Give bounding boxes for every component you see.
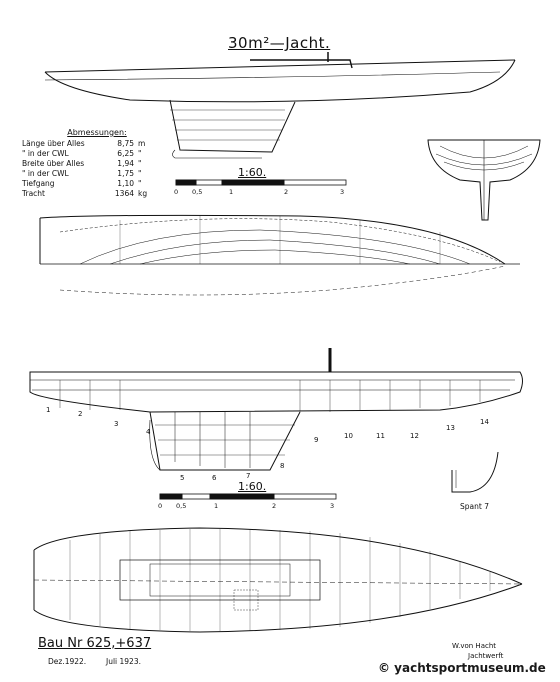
dimension-row: Länge über Alles 8,75 m — [22, 139, 172, 149]
frame-number: 1 — [46, 406, 51, 414]
frame-number: 9 — [314, 436, 319, 444]
date-label: Juli 1923. — [106, 657, 141, 666]
drawing-title: 30m²—Jacht. — [228, 34, 331, 52]
scale-tick-label: 2 — [284, 188, 289, 196]
dimension-unit: m — [138, 139, 146, 148]
dimension-label: Tiefgang — [22, 179, 55, 188]
dimensions-heading: Abmessungen: — [67, 128, 127, 137]
dimension-value: 1,10 — [117, 179, 134, 188]
dimension-label: Tracht — [22, 189, 45, 198]
dimension-unit: " — [138, 169, 142, 178]
dimension-unit: " — [138, 149, 142, 158]
scale-bar-bottom — [159, 493, 337, 500]
scale-tick-label: 1 — [229, 188, 234, 196]
scale-tick-label: 0,5 — [192, 188, 203, 196]
dimension-value: 1,75 — [117, 169, 134, 178]
scale-label-bottom: 1:60. — [238, 480, 267, 493]
dimension-value: 6,25 — [117, 149, 134, 158]
scale-label-top: 1:60. — [238, 166, 267, 179]
date-label: Dez.1922. — [48, 657, 87, 666]
bau-number: Bau Nr 625,+637 — [38, 636, 152, 651]
dimension-value: 1,94 — [117, 159, 134, 168]
scale-tick-label: 0 — [174, 188, 179, 196]
frame-number: 14 — [480, 418, 489, 426]
body-section — [427, 139, 541, 221]
spant-7-section — [451, 451, 499, 493]
dimension-value: 1364 — [114, 189, 134, 198]
scale-bar-top — [175, 179, 347, 186]
dimension-label: " in der CWL — [22, 169, 69, 178]
frame-number: 4 — [146, 428, 151, 436]
dimension-row: Breite über Alles 1,94 " — [22, 159, 172, 169]
yard-type: Jachtwerft — [468, 652, 504, 660]
frame-number: 12 — [410, 432, 419, 440]
frame-number: 8 — [280, 462, 285, 470]
hull-profile-top — [44, 52, 516, 159]
frame-number: 11 — [376, 432, 385, 440]
dimension-row: Tracht 1364 kg — [22, 189, 172, 199]
spant-label: Spant 7 — [460, 502, 489, 511]
frame-number: 3 — [114, 420, 119, 428]
scale-tick-label: 2 — [272, 502, 277, 510]
dimension-row: Tiefgang 1,10 " — [22, 179, 172, 189]
dimension-label: Länge über Alles — [22, 139, 85, 148]
frame-number: 5 — [180, 474, 185, 482]
dimension-unit: " — [138, 159, 142, 168]
dimension-unit: " — [138, 179, 142, 188]
dimension-label: " in der CWL — [22, 149, 69, 158]
dimension-value: 8,75 — [117, 139, 134, 148]
dimension-row: " in der CWL 1,75 " — [22, 169, 172, 179]
construction-profile — [29, 348, 523, 471]
dimensions-table: Abmessungen: Länge über Alles 8,75 m " in … — [22, 128, 172, 199]
deck-plan — [33, 527, 523, 633]
yard-name: W.von Hacht — [452, 642, 497, 650]
scale-tick-label: 3 — [330, 502, 335, 510]
frame-number: 10 — [344, 432, 353, 440]
watermark: © yachtsportmuseum.de — [378, 661, 546, 675]
dimension-label: Breite über Alles — [22, 159, 85, 168]
dimension-unit: kg — [138, 189, 148, 198]
scale-tick-label: 3 — [340, 188, 345, 196]
scale-tick-label: 0 — [158, 502, 163, 510]
lines-plan — [39, 214, 520, 296]
scale-tick-label: 0,5 — [176, 502, 187, 510]
frame-number: 6 — [212, 474, 217, 482]
frame-number: 7 — [246, 472, 251, 480]
frame-number: 2 — [78, 410, 83, 418]
dimension-row: " in der CWL 6,25 " — [22, 149, 172, 159]
frame-number: 13 — [446, 424, 455, 432]
scale-tick-label: 1 — [214, 502, 219, 510]
